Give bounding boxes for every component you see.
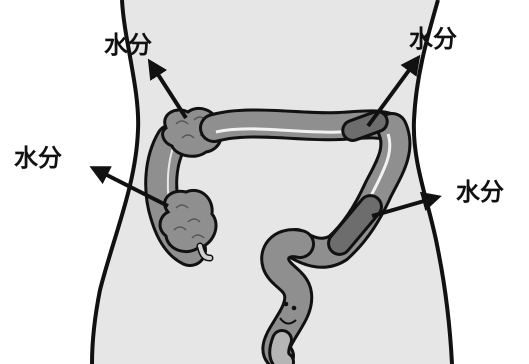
label-top-left: 水分: [104, 33, 152, 57]
smiley-eye-left: [284, 302, 289, 307]
smiley-eye-right: [292, 306, 297, 311]
label-top-right: 水分: [409, 27, 457, 51]
label-left: 水分: [14, 146, 62, 170]
label-right: 水分: [456, 180, 504, 204]
